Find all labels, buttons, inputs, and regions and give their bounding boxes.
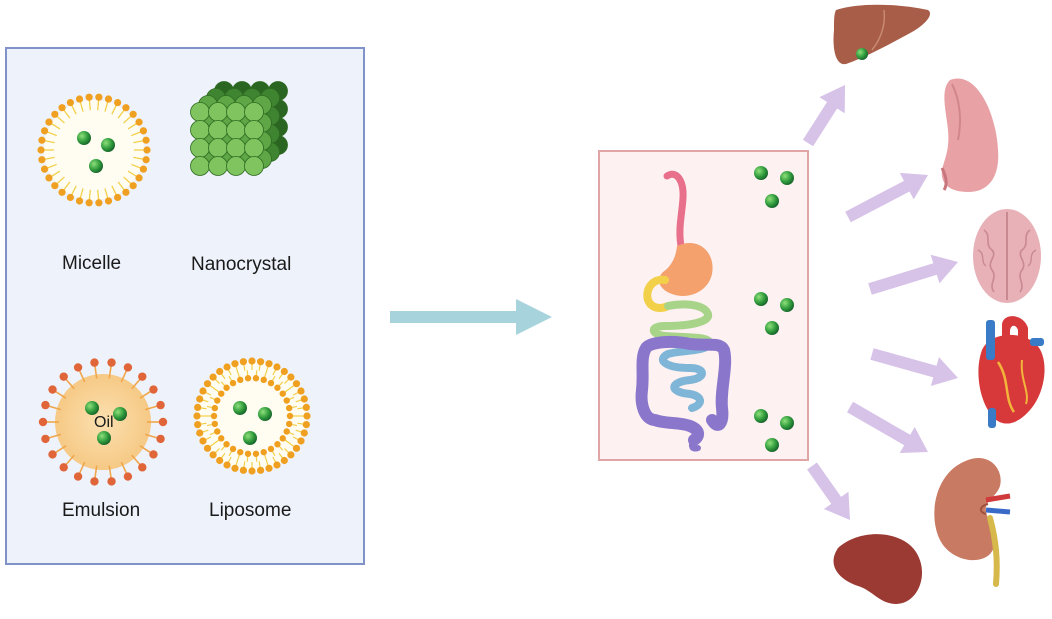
gi-tract-icon — [635, 170, 732, 452]
micelle-icon — [37, 93, 151, 207]
spleen-icon — [833, 534, 923, 604]
heart-icon — [978, 316, 1045, 428]
drug-particles — [754, 166, 794, 452]
nanocrystal-icon — [190, 81, 288, 176]
liposome-label: Liposome — [209, 500, 292, 521]
emulsion-core-label: Oil — [94, 414, 114, 431]
main-arrow — [390, 299, 552, 335]
micelle-label: Micelle — [62, 253, 122, 274]
emulsion-label: Emulsion — [62, 500, 141, 521]
liposome-icon — [193, 357, 311, 475]
lung-icon — [940, 78, 999, 192]
organ-arrows — [802, 85, 958, 520]
emulsion-icon — [38, 358, 168, 486]
liver-icon — [833, 4, 931, 65]
brain-icon — [973, 209, 1041, 303]
kidney-icon — [934, 458, 1011, 587]
nanocrystal-label: Nanocrystal — [191, 254, 292, 275]
